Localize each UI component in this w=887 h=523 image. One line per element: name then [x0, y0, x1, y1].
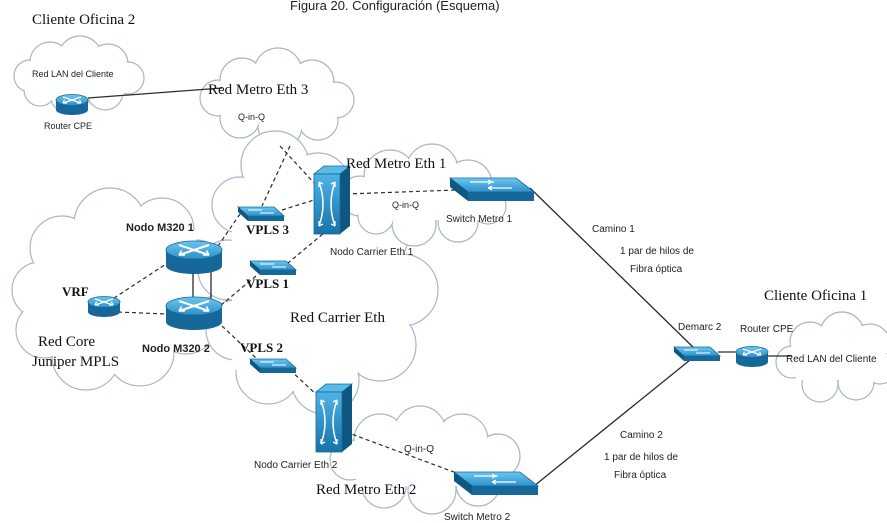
link-label-camino2-desc1: 1 par de hilos de: [604, 452, 678, 463]
link-label-camino2-desc2: Fibra óptica: [614, 470, 667, 481]
cloud-label-core-1: Red Core: [38, 334, 95, 350]
link-label-qinq-metro2: Q-in-Q: [404, 444, 434, 455]
link-label-camino1-desc2: Fibra óptica: [630, 264, 683, 275]
figure-caption: Figura 20. Configuración (Esquema): [290, 0, 500, 13]
link-vrf-m320-1: [107, 263, 167, 303]
link-xnode1-switch1: [345, 189, 457, 195]
link-vpls1-xnode1: [281, 227, 331, 269]
router-m320-1-icon: [165, 240, 223, 275]
cloud-label-metro3: Red Metro Eth 3: [208, 82, 308, 98]
device-label-nodo-carrier-2: Nodo Carrier Eth 2: [254, 460, 338, 471]
link-label-qinq-metro1: Q-in-Q: [392, 200, 419, 210]
link-switch1-demarc: [529, 187, 697, 351]
cloud-label-lan-office2: Red LAN del Cliente: [32, 69, 114, 79]
router-vrf-icon: [87, 295, 121, 318]
device-label-nodo-carrier-1: Nodo Carrier Eth 1: [330, 247, 414, 258]
cloud-label-metro2: Red Metro Eth 2: [316, 482, 416, 498]
device-label-vpls1: VPLS 1: [246, 276, 289, 291]
link-vpls2-xnode2: [289, 369, 319, 397]
switch-demarc-icon: [673, 346, 721, 362]
device-label-vpls3: VPLS 3: [246, 222, 289, 237]
link-switch2-demarc: [533, 359, 691, 487]
device-label-vrf: VRF: [62, 284, 89, 299]
link-vrf-m320-2: [117, 311, 167, 315]
router-cpe-office2-icon: [55, 93, 89, 116]
cloud-metro2: [329, 405, 521, 515]
cloud-label-metro1: Red Metro Eth 1: [346, 156, 446, 172]
device-label-switch-metro-1: Switch Metro 1: [446, 214, 513, 225]
device-label-nodo-m320-1: Nodo M320 1: [126, 222, 194, 234]
link-xnode2-switch2: [345, 431, 471, 479]
link-cpe2-metro3: [87, 87, 223, 99]
link-label-camino2: Camino 2: [620, 430, 663, 441]
cloud-core: [11, 187, 227, 391]
link-vpls1-m320-2: [219, 275, 257, 307]
link-m320-2-vpls2: [221, 325, 257, 359]
cloud-label-lan-office1: Red LAN del Cliente: [786, 354, 877, 365]
link-vpls3-xnode1: [281, 199, 315, 211]
device-label-router-cpe-2: Router CPE: [44, 121, 92, 131]
router-cpe-office1-icon: [735, 345, 769, 368]
router-m320-2-icon: [165, 296, 223, 331]
site-label-office2: Cliente Oficina 2: [32, 12, 135, 28]
link-label-camino1: Camino 1: [592, 224, 635, 235]
device-label-nodo-m320-2: Nodo M320 2: [142, 343, 210, 355]
link-label-camino1-desc1: 1 par de hilos de: [620, 246, 694, 257]
cloud-lan-office1: [775, 311, 887, 403]
device-label-demarc: Demarc 2: [678, 322, 722, 333]
carrier-node-1-icon: [313, 165, 351, 235]
site-label-office1: Cliente Oficina 1: [764, 288, 867, 304]
device-label-vpls2: VPLS 2: [240, 340, 283, 355]
device-label-switch-metro-2: Switch Metro 2: [444, 512, 511, 523]
cloud-lan-office2: [13, 35, 145, 115]
link-label-qinq-metro3: Q-in-Q: [238, 112, 265, 122]
carrier-node-2-icon: [315, 383, 353, 453]
device-label-router-cpe-1: Router CPE: [740, 324, 794, 335]
cloud-label-core-2: Juniper MPLS: [32, 354, 119, 370]
cloud-label-carrier: Red Carrier Eth: [290, 310, 385, 326]
